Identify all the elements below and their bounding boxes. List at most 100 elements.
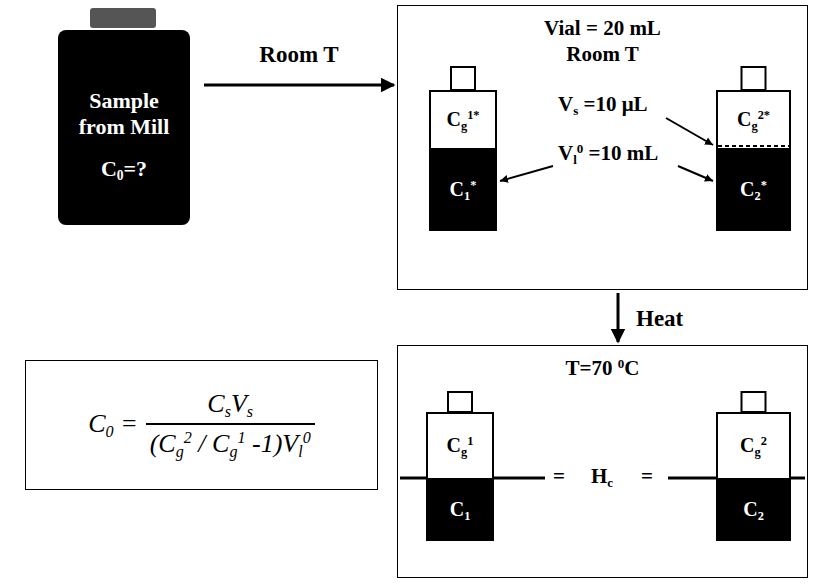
text-part: C [450,498,464,520]
text-part: g [229,443,237,460]
text-part: * [761,178,767,192]
panel-heading: T=70 0C [398,356,807,381]
headspace [717,91,790,149]
annotation-label: Vs =10 μL [556,92,650,119]
text-part: 0 [577,141,584,156]
text-part: 2 [184,429,192,446]
text-part: g [176,443,184,460]
text-part: g [751,119,757,133]
vial: Cg2*C2* [716,66,791,231]
fraction: CsVs(Cg2 / Cg1 -1)Vl0 [146,389,315,461]
text-part: T=70 [566,356,618,380]
step-label: Heat [634,305,685,333]
liquid-concentration: C1* [429,177,497,204]
text-part: H [591,464,607,488]
liquid [427,479,493,540]
text-part: l [573,152,577,167]
liquid [717,479,790,540]
text-part: C [447,434,461,456]
gas-concentration: Cg2* [716,107,791,134]
text-part: c [607,475,613,490]
text-part: C [740,434,754,456]
formula-denominator: (Cg2 / Cg1 -1)Vl0 [146,425,315,461]
vial-cap [742,67,766,90]
spike-layer [718,145,789,147]
headspace [717,413,790,479]
formula-lhs: C0 = [88,409,137,441]
text-part: 0 [303,429,311,446]
formula-numerator: CsVs [203,389,257,423]
text-part: =10 mL [583,141,658,165]
text-part: l [298,443,302,460]
text-part: V [282,429,298,458]
text-part: 2 [761,434,767,448]
text-part: s [247,403,253,420]
text-part: 1* [467,108,479,122]
vial-shape [429,66,497,231]
text-part: 1 [467,434,473,448]
process-arrow [617,293,620,342]
text-part: C [101,156,117,181]
liquid [430,149,496,230]
leader-line [500,166,553,181]
vial-cap [742,392,766,412]
vial: Cg2C2 [716,391,791,541]
text-part: V [558,92,573,116]
annotation-label: Hc [589,464,615,491]
text-part: C [450,178,464,200]
heated-panel: T=70 0CCg1C1Cg2C2 [397,345,808,578]
text-part: C [737,108,751,130]
text-part: 0 [106,423,114,440]
formula-box: C0 =CsVs(Cg2 / Cg1 -1)Vl0 [25,360,378,490]
text-part: C [446,108,460,130]
text-part: C [624,356,639,380]
bottle-label: Sample from Mill [72,88,176,141]
panel-heading: Vial = 20 mL [398,16,807,41]
text-part: C [743,498,757,520]
text-part: C [212,429,229,458]
leader-line [666,118,713,145]
text-part: s [225,403,231,420]
text-part: s [573,103,578,118]
liquid-concentration: C2* [716,177,791,204]
annotation-label: Vl0 =10 mL [556,141,660,168]
liquid-concentration: C2 [716,497,791,524]
text-part: =? [124,156,148,181]
vial-cap [451,67,475,90]
text-part: 0 [618,356,625,371]
leader-line [678,166,713,181]
liquid [717,149,790,230]
text-part: -1) [246,429,283,458]
text-part: g [755,445,761,459]
text-part: C [740,178,754,200]
headspace [427,413,493,479]
text-part: 1 [464,189,470,203]
vial: Cg1*C1* [429,66,497,231]
text-part: 1 [237,429,245,446]
fraction-bar [146,423,315,425]
vial-cap [448,392,472,412]
text-part: / [192,429,212,458]
text-part: =10 μL [578,92,647,116]
text-part: C [88,409,105,438]
vial: Cg1C1 [426,391,494,541]
text-part: 1 [464,509,470,523]
bottle-cap [90,8,156,28]
text-part: V [558,141,573,165]
text-part: 2 [758,509,764,523]
text-part: 0 [117,168,124,183]
text-part: * [470,178,476,192]
process-arrow [204,84,394,87]
gas-concentration: Cg1 [426,433,494,460]
text-part: C [207,389,224,418]
liquid-concentration: C1 [426,497,494,524]
gas-concentration: Cg1* [429,107,497,134]
text-part: 2* [758,108,770,122]
step-label: Room T [257,41,340,69]
bottle-label: C0=? [72,156,176,185]
annotation-label: = [551,464,567,489]
gas-concentration: Cg2 [716,433,791,460]
text-part: g [461,445,467,459]
text-part: g [461,119,467,133]
